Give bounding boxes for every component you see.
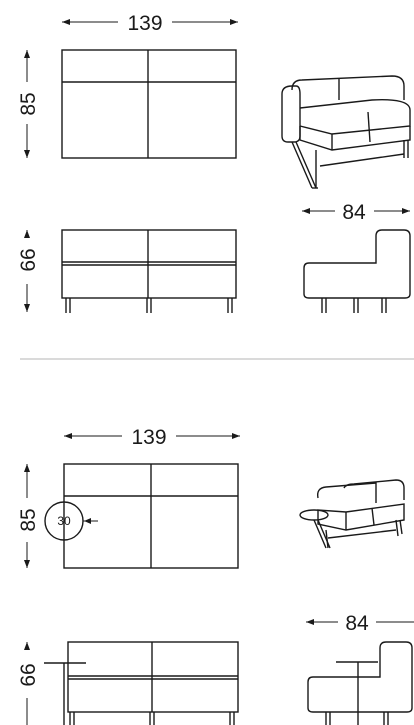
bottom-side-depth-label: 84 [345, 612, 369, 635]
top-plan-view [61, 49, 237, 159]
top-side-view [303, 229, 411, 313]
bottom-front-height-label: 66 [17, 663, 40, 686]
top-plan-depth-dimension: 85 [17, 50, 40, 158]
top-front-view [61, 229, 237, 313]
bottom-side-depth-dimension: 84 [306, 612, 414, 635]
bottom-sofa-perspective [299, 479, 405, 549]
bottom-front-height-dimension: 66 [17, 642, 40, 725]
bottom-side-table-plan: 30 [44, 501, 98, 541]
top-plan-width-dimension: 139 [62, 12, 238, 35]
bottom-plan-width-label: 139 [131, 426, 166, 449]
top-front-height-label: 66 [17, 248, 40, 271]
top-side-depth-label: 84 [342, 201, 366, 224]
bottom-side-view [307, 641, 413, 725]
top-plan-width-label: 139 [127, 12, 162, 35]
bottom-plan-depth-dimension: 85 [17, 464, 40, 568]
bottom-front-view [44, 641, 239, 725]
top-front-height-dimension: 66 [17, 230, 40, 312]
top-plan-depth-label: 85 [17, 92, 40, 115]
bottom-plan-width-dimension: 139 [64, 426, 240, 449]
bottom-table-dim-label: 30 [57, 514, 71, 528]
top-variant: 139 85 [17, 12, 411, 313]
top-sofa-perspective [281, 75, 411, 189]
bottom-plan-view [63, 463, 239, 569]
bottom-plan-depth-label: 85 [17, 508, 40, 531]
bottom-variant: 139 85 30 [17, 426, 414, 725]
top-side-depth-dimension: 84 [302, 201, 410, 224]
